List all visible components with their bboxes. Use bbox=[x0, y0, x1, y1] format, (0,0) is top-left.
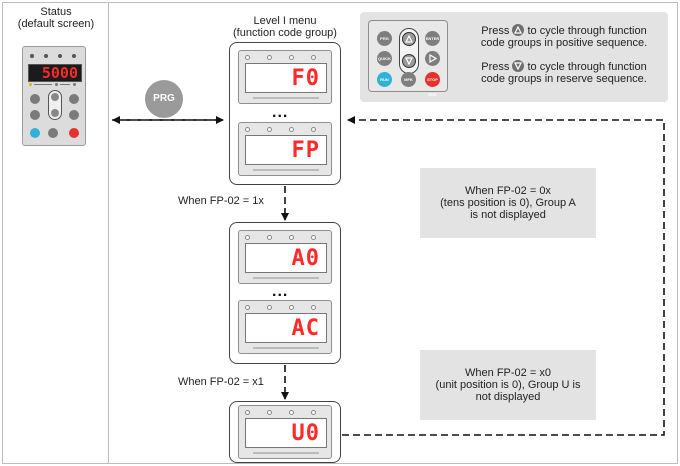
note-group-u: When FP-02 = x0 (unit position is 0), Gr… bbox=[420, 350, 596, 420]
info-cycle-1: to cycle through function bbox=[527, 25, 647, 37]
note-group-a: When FP-02 = 0x (tens position is 0), Gr… bbox=[420, 168, 596, 238]
info-keypad-icon: PRG QUICK RUN MFK ENTER STOP RES bbox=[368, 20, 448, 97]
panel-code-ac: AC bbox=[245, 313, 327, 343]
status-prg-key bbox=[30, 94, 40, 104]
info-prg-key: PRG bbox=[377, 31, 392, 46]
info-reverse-text: Press to cycle through function code gro… bbox=[464, 60, 664, 85]
prg-key-icon: PRG bbox=[145, 80, 183, 118]
note-u-line3: not displayed bbox=[475, 391, 541, 403]
inline-up-arrow-icon bbox=[512, 24, 525, 36]
info-run-key: RUN bbox=[377, 72, 392, 87]
status-title: Status (default screen) bbox=[8, 6, 104, 30]
info-up-arrow-icon bbox=[402, 32, 416, 46]
note-u-line2: (unit position is 0), Group U is bbox=[435, 379, 581, 391]
info-box: PRG QUICK RUN MFK ENTER STOP RES Press t… bbox=[360, 12, 668, 102]
info-seq-2: code groups in reserve sequence. bbox=[481, 73, 647, 85]
display-panel-fp: FP bbox=[238, 122, 332, 176]
info-seq-1: code groups in positive sequence. bbox=[480, 37, 648, 49]
note-u-line1: When FP-02 = x0 bbox=[465, 367, 551, 379]
status-keypad-leds bbox=[28, 52, 82, 60]
display-panel-u0: U0 bbox=[238, 405, 332, 459]
info-right-arrow-icon bbox=[425, 51, 440, 66]
status-stop-key bbox=[69, 128, 79, 138]
status-subtitle-text: (default screen) bbox=[17, 18, 95, 30]
info-quick-key: QUICK bbox=[377, 51, 392, 66]
note-a-line3: is not displayed bbox=[470, 209, 546, 221]
panel-code-fp: FP bbox=[245, 135, 327, 165]
panel-code-f0: F0 bbox=[245, 63, 327, 93]
status-display: 5000 bbox=[28, 64, 82, 82]
display-panel-ac: AC bbox=[238, 300, 332, 354]
note-a-line1: When FP-02 = 0x bbox=[465, 185, 551, 197]
status-keypad: 5000 bbox=[22, 46, 86, 146]
display-panel-a0: A0 bbox=[238, 230, 332, 284]
condition-fp-x1: When FP-02 = x1 bbox=[178, 376, 264, 388]
info-down-arrow-icon bbox=[402, 54, 416, 68]
info-enter-key: ENTER bbox=[425, 31, 440, 46]
status-arrow-keys bbox=[48, 90, 62, 120]
info-forward-text: Press to cycle through function code gro… bbox=[464, 24, 664, 49]
level1-subtitle-text: (function code group) bbox=[233, 27, 337, 39]
ellipsis-a: ... bbox=[272, 283, 289, 300]
status-mfk-key bbox=[48, 128, 58, 138]
arrow-loop-back bbox=[342, 116, 665, 436]
note-a-line2: (tens position is 0), Group A bbox=[440, 197, 576, 209]
info-press-1: Press bbox=[481, 25, 510, 37]
status-run-key bbox=[30, 128, 40, 138]
status-indicator-strip bbox=[29, 83, 81, 86]
level1-title: Level I menu (function code group) bbox=[215, 15, 355, 39]
status-enter-key bbox=[69, 94, 79, 104]
inline-down-arrow-icon bbox=[512, 60, 525, 72]
info-cycle-2: to cycle through function bbox=[527, 61, 647, 73]
status-quick-key bbox=[30, 110, 40, 120]
info-arrow-ring bbox=[399, 28, 419, 74]
panel-code-u0: U0 bbox=[245, 418, 327, 448]
level1-title-text: Level I menu bbox=[253, 15, 317, 27]
info-stop-key: STOP RES bbox=[425, 72, 440, 97]
ellipsis-f: ... bbox=[272, 104, 289, 121]
info-mfk-key: MFK bbox=[401, 72, 416, 87]
status-title-text: Status bbox=[40, 6, 72, 18]
condition-fp-1x: When FP-02 = 1x bbox=[178, 195, 264, 207]
column-divider bbox=[108, 2, 109, 464]
display-panel-f0: F0 bbox=[238, 50, 332, 104]
info-press-2: Press bbox=[481, 61, 510, 73]
panel-code-a0: A0 bbox=[245, 243, 327, 273]
status-right-key bbox=[69, 110, 79, 120]
